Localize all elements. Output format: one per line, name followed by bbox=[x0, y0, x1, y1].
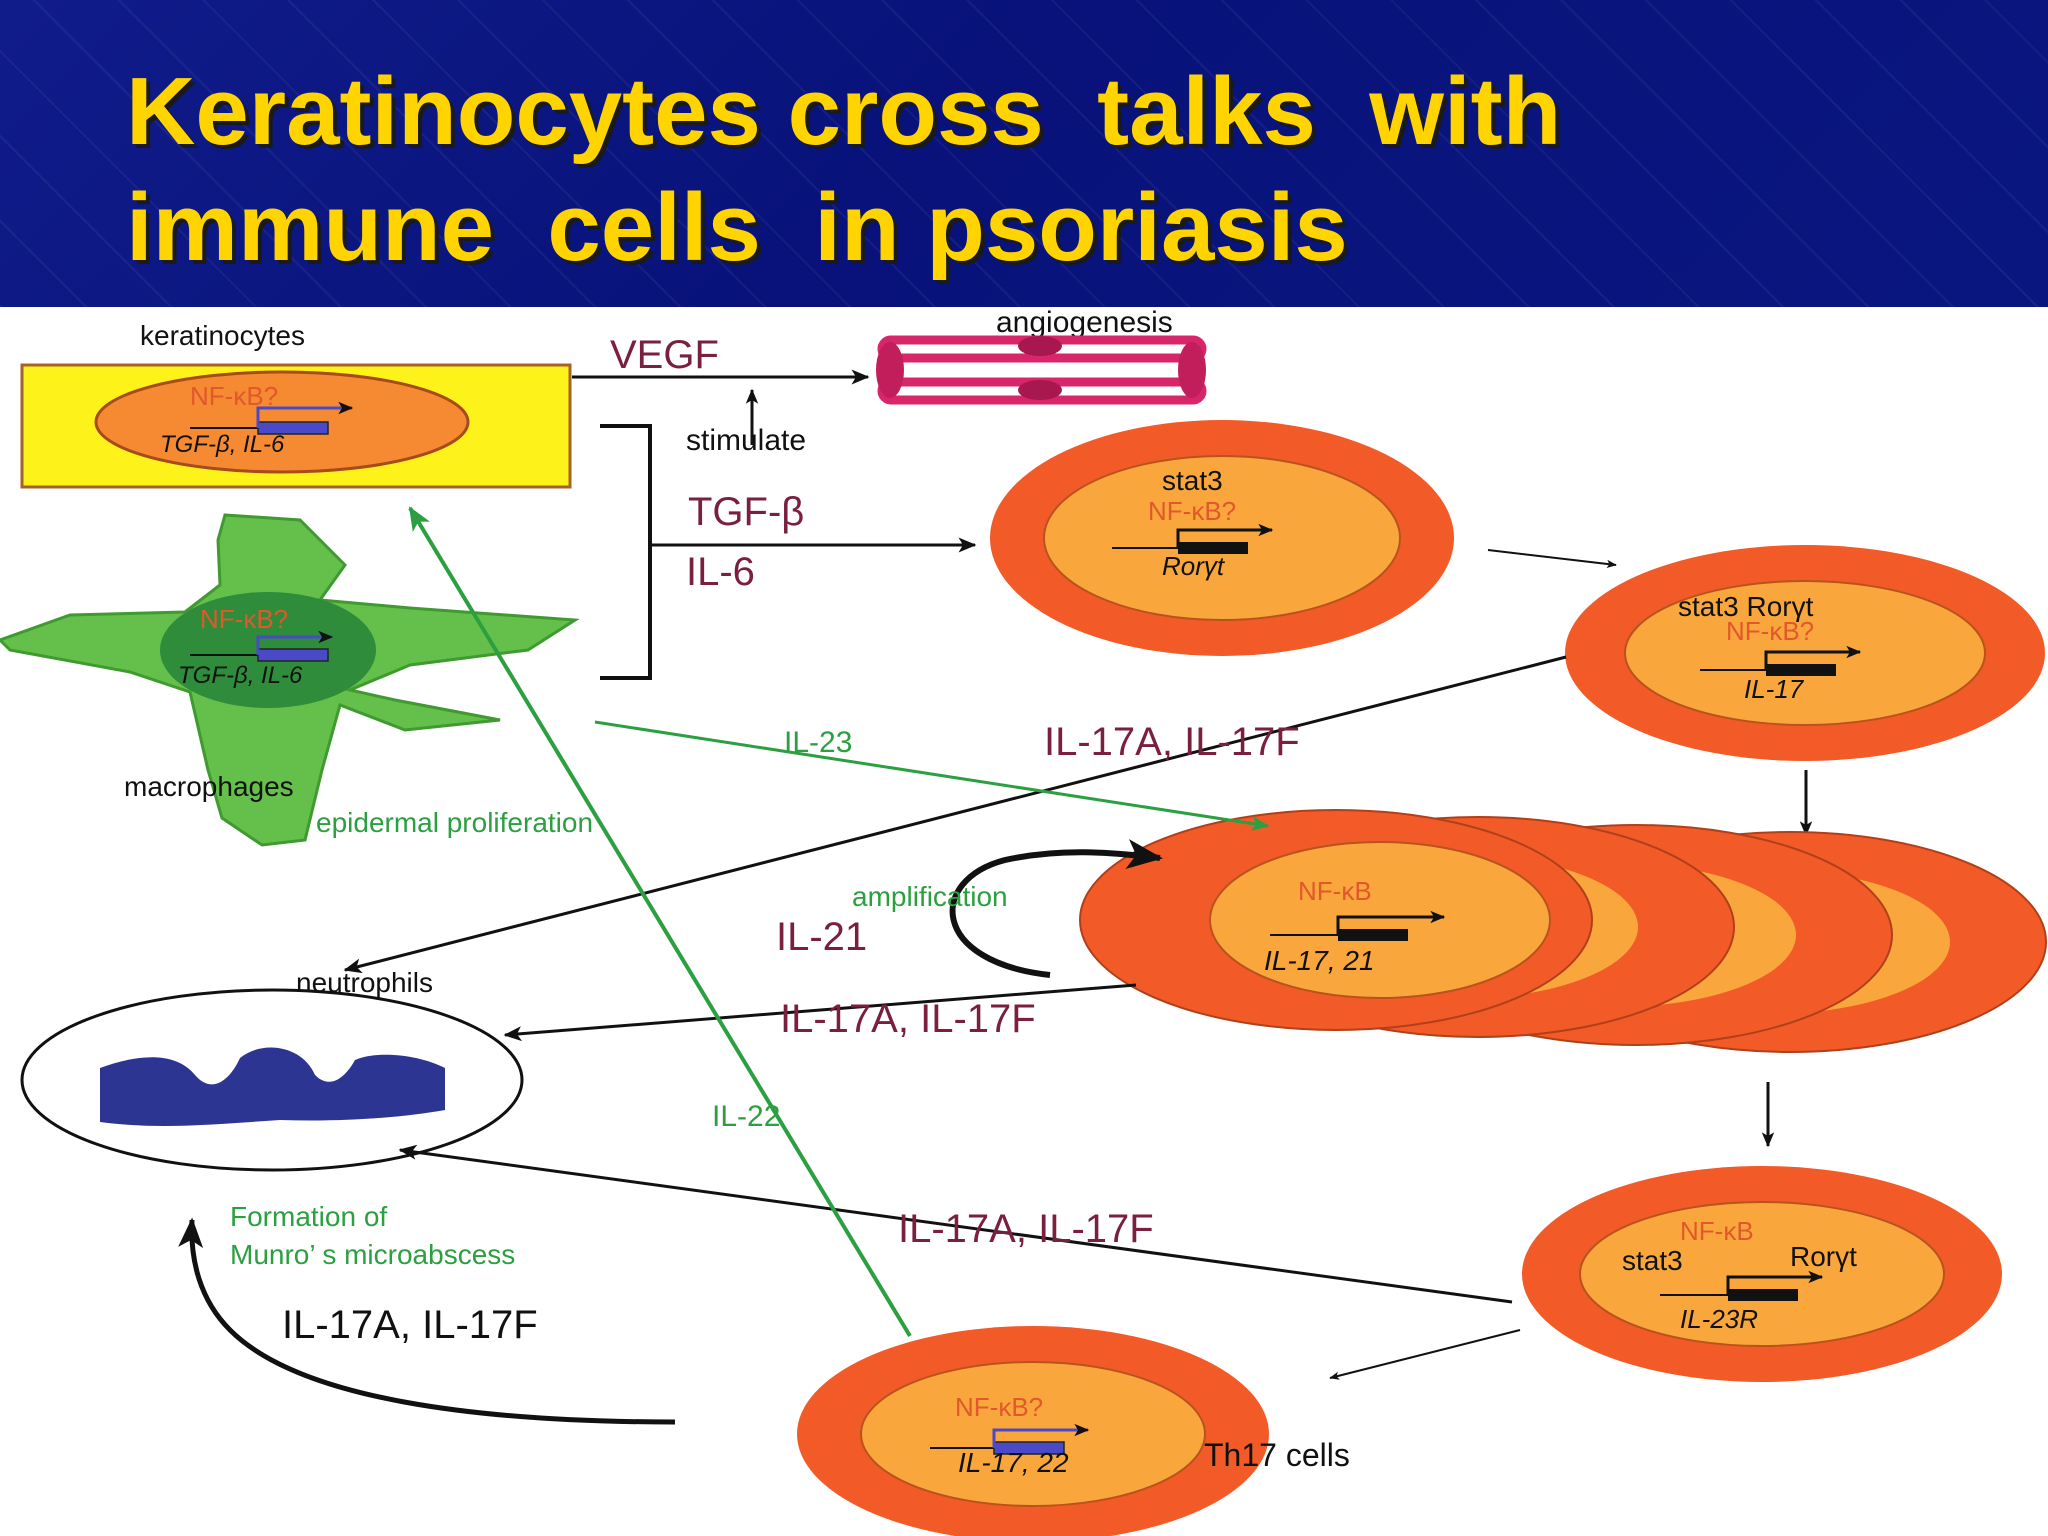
keratinocyte-gene-promoter-icon bbox=[190, 401, 354, 435]
keratinocyte-genes-label: TGF-β, IL-6 bbox=[160, 431, 285, 458]
cell-d-rorgt-label: Rorγt bbox=[1790, 1241, 1857, 1272]
cell-c-gene-promoter-icon bbox=[1270, 910, 1446, 941]
il6-label: IL-6 bbox=[686, 550, 755, 594]
macrophage-genes-label: TGF-β, IL-6 bbox=[178, 662, 303, 689]
slide-header bbox=[0, 0, 2048, 307]
stimulate-label: stimulate bbox=[686, 424, 806, 457]
munro-microabscess-label: Munro’ s microabscess bbox=[230, 1239, 515, 1270]
cell-a-rorgt-label: Rorγt bbox=[1162, 551, 1226, 581]
th17-cell-c-stack bbox=[1079, 809, 2047, 1053]
cell-c-nfkb-label: NF-κB bbox=[1298, 876, 1372, 906]
cell-e-gene-promoter-icon bbox=[930, 1423, 1090, 1455]
cell-e-il17-22-label: IL-17, 22 bbox=[958, 1447, 1069, 1478]
angiogenesis-label: angiogenesis bbox=[996, 306, 1173, 339]
il17af-label-4: IL-17A, IL-17F bbox=[282, 1303, 538, 1347]
il23-label: IL-23 bbox=[784, 726, 852, 759]
th17-cell-d bbox=[1522, 1166, 2002, 1382]
title-line-1: Keratinocytes cross talks with bbox=[126, 58, 1562, 165]
il21-label: IL-21 bbox=[776, 915, 867, 959]
il17-curved-arrow-e-to-munro bbox=[178, 1217, 676, 1425]
cell-d-il23r-label: IL-23R bbox=[1680, 1304, 1758, 1334]
formation-of-label: Formation of bbox=[230, 1201, 387, 1232]
th17-precursor-cell-a bbox=[990, 420, 1454, 656]
cell-d-nfkb-label: NF-κB bbox=[1680, 1216, 1754, 1246]
cytokine-bracket bbox=[600, 424, 652, 680]
cell-a-nfkb-label: NF-κB? bbox=[1148, 496, 1236, 526]
cell-b-nfkb-label: NF-κB? bbox=[1726, 616, 1814, 646]
slide-title: Keratinocytes cross talks with immune ce… bbox=[126, 54, 2026, 286]
macrophages-label: macrophages bbox=[124, 771, 294, 802]
macrophage-nfkb-label: NF-κB? bbox=[200, 604, 288, 634]
cell-e-nfkb-label: NF-κB? bbox=[955, 1392, 1043, 1422]
amplification-loop-arrow bbox=[949, 839, 1163, 978]
cell-b-stat3-rorgt-label: stat3 Rorγt bbox=[1678, 591, 1814, 622]
blood-vessel-icon bbox=[876, 335, 1207, 405]
il17af-label-3: IL-17A, IL-17F bbox=[898, 1207, 1154, 1251]
amplification-label: amplification bbox=[852, 881, 1008, 912]
cell-d-stat3-label: stat3 bbox=[1622, 1245, 1683, 1276]
cell-b-il17-label: IL-17 bbox=[1744, 674, 1805, 704]
cell-c-il17-21-label: IL-17, 21 bbox=[1264, 945, 1375, 976]
title-line-2: immune cells in psoriasis bbox=[126, 174, 1348, 281]
keratinocyte-nfkb-label: NF-κB? bbox=[190, 381, 278, 411]
macrophage-gene-promoter-icon bbox=[190, 630, 334, 662]
d-to-e-arrow bbox=[1329, 1329, 1521, 1380]
tgf-beta-label: TGF-β bbox=[688, 490, 804, 534]
cell-a-stat3-label: stat3 bbox=[1162, 465, 1223, 496]
th17-cells-label: Th17 cells bbox=[1204, 1437, 1350, 1473]
neutrophil-nucleus bbox=[100, 1047, 445, 1126]
il17af-label-2: IL-17A, IL-17F bbox=[780, 997, 1036, 1041]
il17-arrow-b-to-neutrophils bbox=[343, 655, 1567, 974]
a-to-b-arrow bbox=[1487, 549, 1617, 569]
il17-arrow-c-to-neutrophils bbox=[503, 983, 1137, 1042]
il22-label: IL-22 bbox=[712, 1100, 780, 1133]
il23-arrow bbox=[594, 720, 1270, 831]
cell-a-gene-promoter-icon bbox=[1112, 523, 1274, 554]
il17af-label-1: IL-17A, IL-17F bbox=[1044, 720, 1300, 764]
vegf-label: VEGF bbox=[610, 333, 719, 377]
il17-arrow-d-to-neutrophils bbox=[398, 1144, 1513, 1304]
cell-d-gene-promoter-icon bbox=[1660, 1270, 1824, 1301]
epidermal-proliferation-label: epidermal proliferation bbox=[316, 807, 593, 838]
keratinocytes-label: keratinocytes bbox=[140, 320, 305, 351]
cell-b-gene-promoter-icon bbox=[1700, 645, 1862, 676]
il22-arrow bbox=[408, 506, 912, 1338]
